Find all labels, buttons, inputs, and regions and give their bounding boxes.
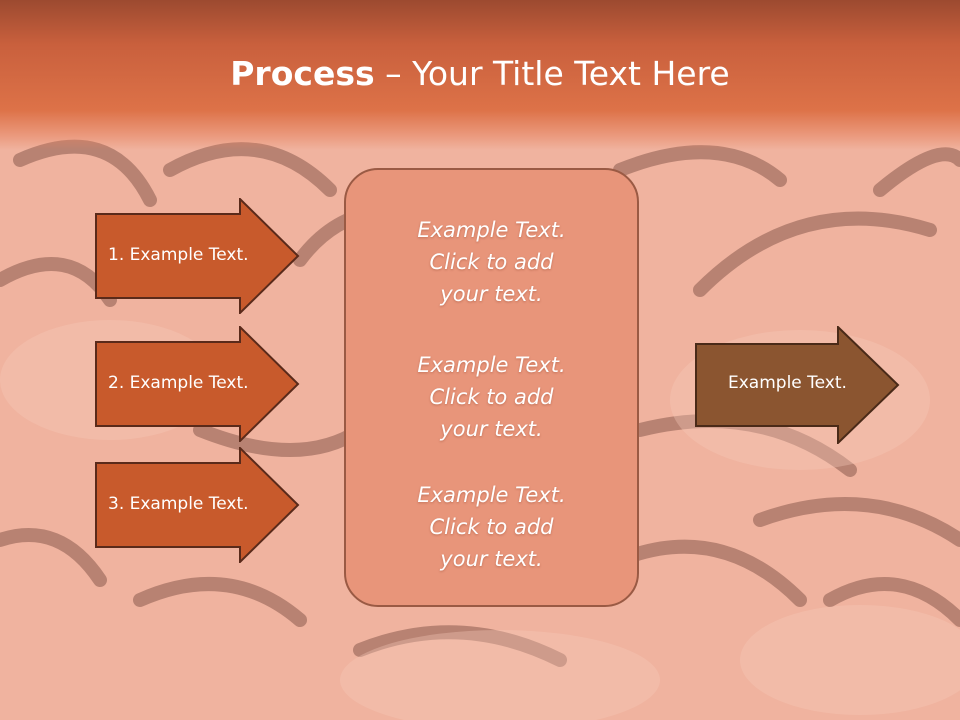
arrow-shape-icon [695, 326, 900, 444]
input-arrow-label-3: 3. Example Text. [108, 494, 249, 514]
title-bold: Process [230, 54, 375, 93]
center-text-line: your text. [440, 417, 543, 441]
slide-title[interactable]: Process – Your Title Text Here [0, 52, 960, 96]
center-text-line: Example Text. [417, 483, 566, 507]
title-band [0, 0, 960, 150]
input-arrow-label-1: 1. Example Text. [108, 245, 249, 265]
center-text-line: Click to add [429, 515, 554, 539]
center-process-box[interactable]: Example Text. Click to add your text. Ex… [344, 168, 639, 607]
center-text-line: Click to add [429, 250, 554, 274]
center-paragraph-2[interactable]: Example Text. Click to add your text. [346, 349, 637, 445]
title-rest: Your Title Text Here [412, 54, 730, 93]
input-arrow-2[interactable]: 2. Example Text. [95, 326, 300, 442]
input-arrow-1[interactable]: 1. Example Text. [95, 198, 300, 314]
arrow-shape-icon [95, 326, 300, 442]
center-paragraph-1[interactable]: Example Text. Click to add your text. [346, 214, 637, 310]
center-text-line: Click to add [429, 385, 554, 409]
output-arrow[interactable]: Example Text. [695, 326, 900, 444]
output-arrow-label: Example Text. [728, 373, 847, 393]
center-paragraph-3[interactable]: Example Text. Click to add your text. [346, 479, 637, 575]
arrow-shape-icon [95, 447, 300, 563]
input-arrow-label-2: 2. Example Text. [108, 373, 249, 393]
center-text-line: your text. [440, 282, 543, 306]
center-text-line: Example Text. [417, 218, 566, 242]
input-arrow-3[interactable]: 3. Example Text. [95, 447, 300, 563]
center-text-line: your text. [440, 547, 543, 571]
title-separator: – [374, 54, 413, 93]
arrow-shape-icon [95, 198, 300, 314]
center-text-line: Example Text. [417, 353, 566, 377]
